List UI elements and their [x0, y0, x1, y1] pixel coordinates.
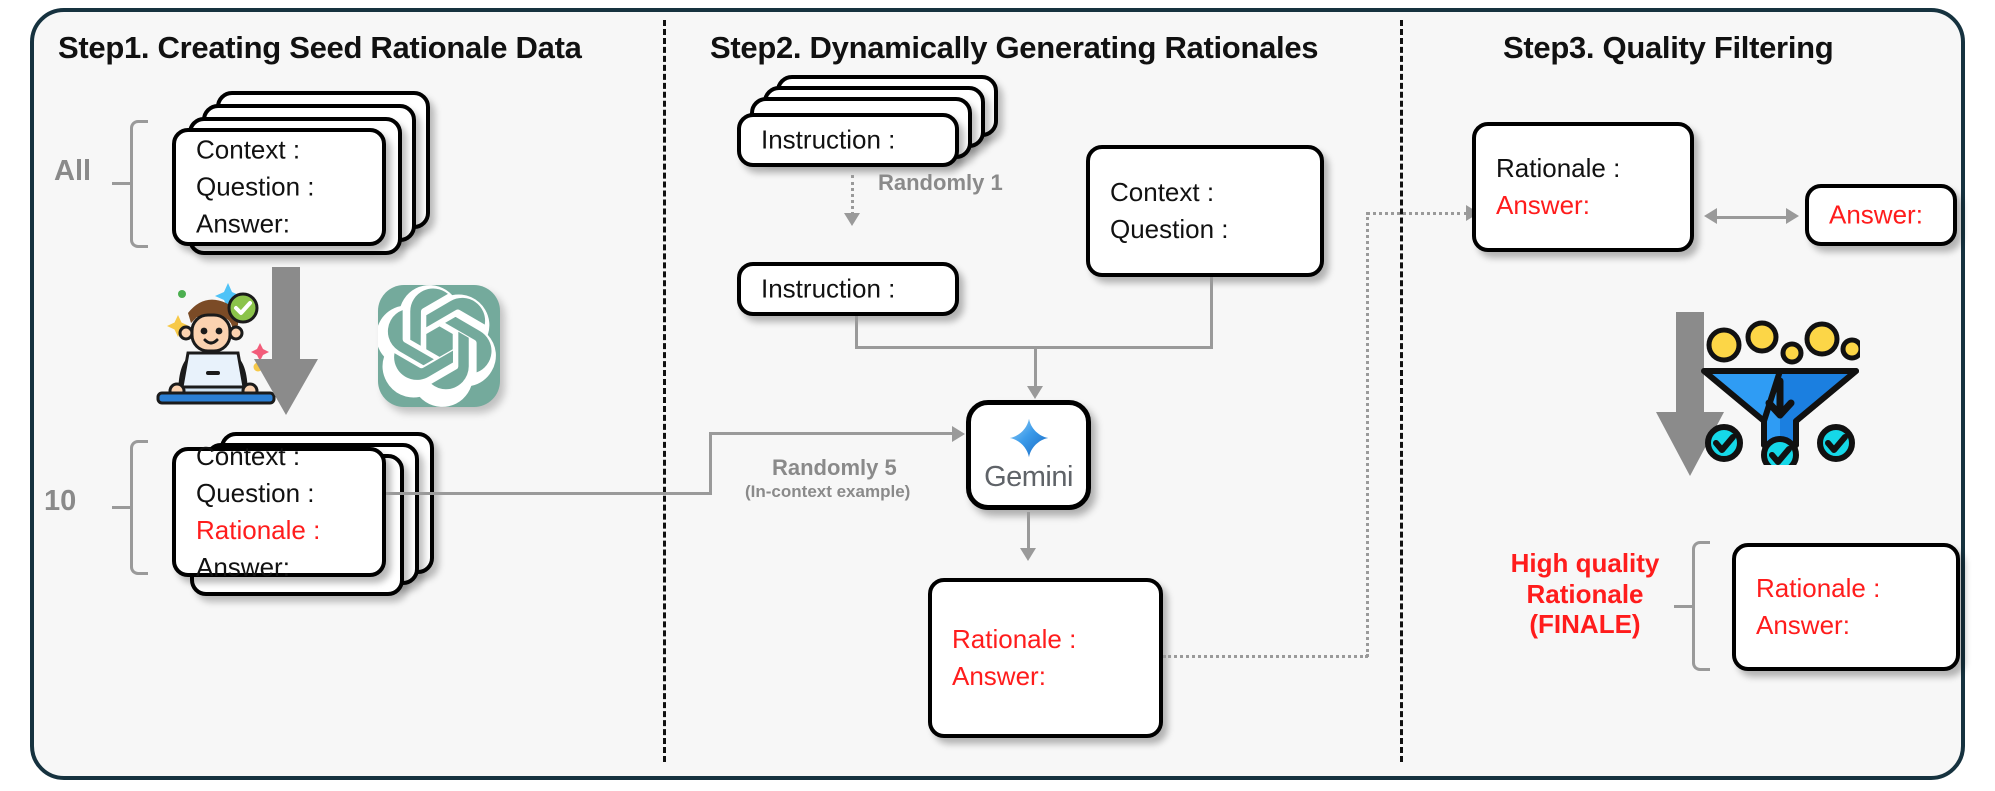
step3-answer-card[interactable]: Answer:: [1805, 184, 1957, 246]
step1-all-label: All: [54, 155, 92, 187]
gemini-label: Gemini: [984, 460, 1073, 493]
step2-output-line1: Rationale :: [952, 624, 1077, 655]
gemini-model-card[interactable]: Gemini: [966, 400, 1091, 510]
connector-step1-to-step2-h1: [386, 492, 712, 495]
step3-compare-arrow-right: [1786, 208, 1799, 224]
step2-output-lines: Rationale : Answer:: [952, 621, 1149, 695]
step2-instruction-stack-lines: Instruction :: [761, 122, 945, 159]
step1-bottom-bracket-nub: [112, 506, 132, 509]
step1-top-card-line2: Question :: [196, 171, 315, 202]
step1-bottom-card-line4: Answer:: [196, 551, 290, 582]
gemini-sparkle-icon: [1008, 417, 1050, 459]
step1-bottom-bracket: [130, 440, 148, 575]
step1-title: Step1. Creating Seed Rationale Data: [58, 30, 582, 65]
step2-gemini-out-line: [1027, 512, 1030, 550]
step1-bottom-card-line2: Question :: [196, 478, 315, 509]
step2-context-lines: Context : Question :: [1110, 174, 1310, 248]
step3-answer-line1: Answer:: [1829, 199, 1923, 230]
connector-step2-to-step3-h2: [1366, 212, 1468, 215]
step1-top-card[interactable]: Context : Question : Answer:: [172, 128, 386, 246]
step3-final-line2: Answer:: [1756, 610, 1850, 640]
step3-final-label-line2: Rationale: [1526, 578, 1644, 609]
step3-final-line1: Rationale :: [1756, 573, 1881, 604]
step2-title: Step2. Dynamically Generating Rationales: [710, 30, 1319, 65]
openai-logo-icon: [378, 285, 500, 407]
step3-final-label-line1: High quality: [1510, 548, 1660, 578]
step3-compare-arrow-left: [1704, 208, 1717, 224]
funnel-filter-icon: [1700, 315, 1864, 474]
step1-bottom-card-line3: Rationale :: [196, 515, 321, 545]
step3-final-bracket-nub: [1674, 605, 1694, 608]
divider-step2-step3: [1400, 20, 1403, 762]
connector-step2-to-step3-h1: [1163, 655, 1368, 658]
step3-final-label: High quality Rationale (FINALE): [1485, 548, 1685, 640]
step1-top-bracket: [130, 120, 148, 248]
step1-down-arrow: [250, 267, 322, 419]
step2-context-line2: Question :: [1110, 214, 1229, 244]
step1-top-card-line1: Context :: [196, 134, 301, 165]
step2-instruction-line1: Instruction :: [761, 273, 896, 304]
step2-instruction-lines: Instruction :: [761, 271, 945, 308]
step1-bottom-card-line1: Context :: [196, 441, 301, 472]
randomly-1-dotted-line: [851, 175, 854, 215]
step3-final-card[interactable]: Rationale : Answer:: [1732, 543, 1960, 671]
randomly-1-label: Randomly 1: [878, 170, 1003, 195]
step2-context-down-line: [1210, 277, 1213, 347]
step2-output-line2: Answer:: [952, 661, 1046, 691]
step3-rationale-card[interactable]: Rationale : Answer:: [1472, 122, 1694, 252]
person-at-laptop-icon: [150, 275, 300, 405]
connector-step2-to-step3-v: [1366, 212, 1369, 657]
step3-title: Step3. Quality Filtering: [1503, 30, 1834, 65]
step2-instruction-stack-card[interactable]: Instruction :: [737, 113, 959, 167]
step3-compare-line: [1716, 216, 1788, 219]
randomly-1-arrowhead: [844, 213, 860, 226]
step2-merge-down-line: [1034, 346, 1037, 388]
step3-answer-lines: Answer:: [1829, 197, 1943, 234]
step1-ten-label: 10: [44, 485, 77, 517]
step3-final-lines: Rationale : Answer:: [1756, 570, 1946, 644]
step2-instruction-card[interactable]: Instruction :: [737, 262, 959, 316]
divider-step1-step2: [663, 20, 666, 762]
step2-instruction-stack-line1: Instruction :: [761, 124, 896, 155]
step3-rationale-lines: Rationale : Answer:: [1496, 150, 1680, 224]
step3-rationale-line2: Answer:: [1496, 190, 1590, 220]
step2-output-card[interactable]: Rationale : Answer:: [928, 578, 1163, 738]
randomly-5-sublabel: (In-context example): [745, 482, 911, 501]
connector-step1-to-step2-h2: [709, 432, 954, 435]
step3-final-bracket: [1692, 541, 1710, 671]
step2-gemini-out-arrowhead: [1020, 548, 1036, 561]
step2-context-card[interactable]: Context : Question :: [1086, 145, 1324, 277]
connector-step1-to-step2-arrowhead: [952, 426, 965, 442]
step2-context-line1: Context :: [1110, 177, 1215, 208]
randomly-5-label: Randomly 5: [772, 455, 897, 480]
step1-bottom-card[interactable]: Context : Question : Rationale : Answer:: [172, 441, 386, 582]
step1-bottom-card-lines: Context : Question : Rationale : Answer:: [196, 438, 372, 586]
connector-step1-to-step2-v: [709, 432, 712, 495]
step2-instruction-down-line: [855, 316, 858, 349]
step2-gemini-in-arrowhead: [1027, 386, 1043, 399]
step1-top-card-lines: Context : Question : Answer:: [196, 132, 372, 243]
step1-top-bracket-nub: [112, 182, 132, 185]
step1-top-card-line3: Answer:: [196, 208, 290, 239]
step3-rationale-line1: Rationale :: [1496, 153, 1621, 184]
step3-final-label-line3: (FINALE): [1529, 609, 1641, 640]
